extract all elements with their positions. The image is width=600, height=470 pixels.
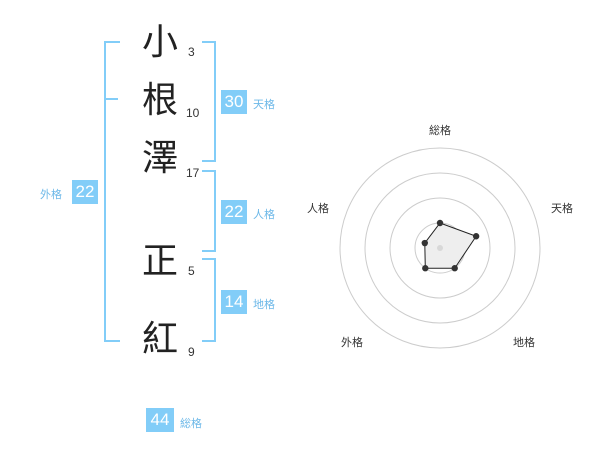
char-1: 小 [141,22,178,63]
radar-ring [339,147,541,349]
radar-point-3 [422,265,429,272]
chikaku-value: 14 [221,290,247,314]
char-3: 澤 [141,138,178,179]
soukaku-value: 44 [146,408,174,432]
char-4: 正 [141,241,178,282]
gaikaku-label: 外格 [40,188,62,201]
chikaku-label: 地格 [253,298,275,311]
jinkaku-label: 人格 [253,208,275,221]
chikaku-bracket [202,258,216,342]
radar-point-2 [451,265,458,272]
tenkaku-value: 30 [221,90,247,114]
axis-label-jinkaku: 人格 [307,201,329,215]
soukaku-label: 総格 [180,417,202,430]
tenkaku-label: 天格 [253,98,275,111]
radar-ring [389,197,491,299]
strokes-2: 10 [186,106,200,120]
radar-point-1 [472,233,480,240]
tenkaku-bracket [202,41,216,162]
gaikaku-value: 22 [72,180,98,204]
axis-label-soukaku: 総格 [429,123,451,137]
axis-label-gaikaku: 外格 [341,335,363,349]
gaikaku-bracket-tick [104,98,118,100]
strokes-3: 17 [186,166,200,180]
radar-area [424,222,477,269]
strokes-5: 9 [188,345,195,359]
axis-label-chikaku: 地格 [513,335,535,349]
jinkaku-value: 22 [221,200,247,224]
gaikaku-bracket [104,41,120,342]
strokes-4: 5 [188,264,195,278]
char-2: 根 [141,80,178,121]
radar-center [437,245,443,251]
axis-label-tenkaku: 天格 [551,201,573,215]
strokes-1: 3 [188,45,195,59]
jinkaku-bracket [202,170,216,252]
char-5: 紅 [141,319,178,360]
radar-point-0 [436,219,444,227]
radar-point-4 [421,239,428,247]
radar-ring [364,172,516,324]
